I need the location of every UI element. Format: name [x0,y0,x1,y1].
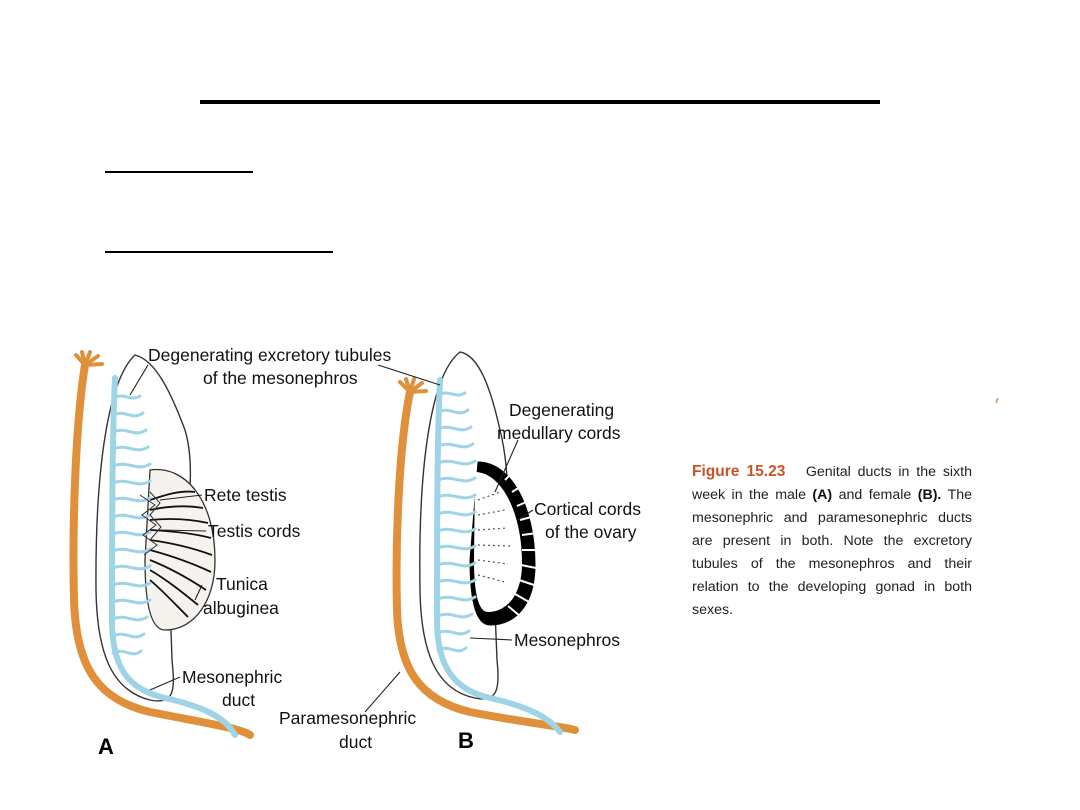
panel-label-b: B [458,728,474,753]
leader-lines [129,364,534,713]
label-rete-testis: Rete testis [204,485,287,505]
label-degenerating-excretory-tubules-1: Degenerating excretory tubules [148,345,391,365]
label-paramesonephric-duct-2: duct [339,732,372,752]
label-mesonephric-duct-2: duct [222,690,255,710]
caption-bold-b: (B). [917,487,942,503]
medullary-cords-b [477,491,511,583]
excretory-tubules-a [111,394,152,656]
heading-underline-2 [105,251,333,253]
panel-b-drawing [392,351,579,735]
figure-caption: Figure 15.23 Genital ducts in the sixth … [692,460,972,622]
paramesonephric-duct-b [392,388,579,734]
caption-figure-number: Figure 15.23 [692,463,786,480]
rete-testis-a [139,491,162,556]
label-cortical-cords-2: of the ovary [545,522,637,542]
cortical-cords-b [504,469,538,617]
caption-text-1: Genital ducts in the sixth week in the m… [692,464,972,503]
panel-a-drawing [69,350,254,739]
caption-bold-a: (A) [812,487,833,503]
excretory-tubules-b [436,391,477,653]
label-cortical-cords-1: Cortical cords [534,499,641,519]
label-mesonephric-duct-1: Mesonephric [182,667,282,687]
caption-text-2: and female [838,487,912,503]
fimbriae-b [398,377,428,394]
paramesonephric-duct-a [69,361,254,739]
label-testis-cords: Testis cords [208,521,301,541]
label-tunica-albuginea-1: Tunica [216,574,268,594]
fimbriae-a [74,350,104,367]
mesonephric-duct-a [108,375,238,738]
ovary-interior-b [474,472,522,612]
testis-a [144,468,216,631]
label-degenerating-medullary-cords-2: medullary cords [497,423,621,443]
label-tunica-albuginea-2: albuginea [203,598,279,618]
label-degenerating-excretory-tubules-2: of the mesonephros [203,368,358,388]
label-paramesonephric-duct-1: Paramesonephric [279,708,416,728]
heading-underline-1 [105,171,253,173]
panel-label-a: A [98,734,114,759]
mesonephric-duct-b [433,377,563,735]
label-mesonephros: Mesonephros [514,630,620,650]
label-degenerating-medullary-cords-1: Degenerating [509,400,614,420]
caption-text-3: The mesonephric and paramesonephric duct… [692,487,973,618]
title-underline [200,100,880,104]
